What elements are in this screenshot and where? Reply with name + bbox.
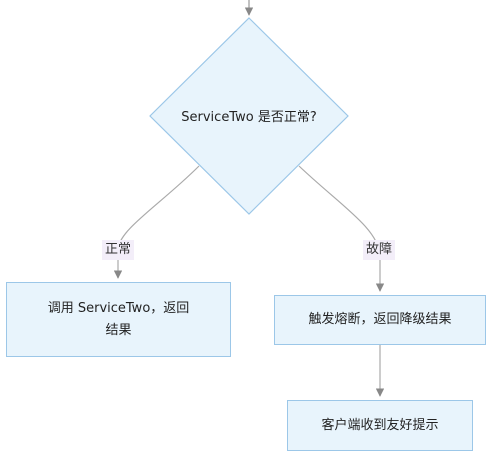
call-service-node: 调用 ServiceTwo，返回结果 [6, 282, 231, 357]
call-service-label: 调用 ServiceTwo，返回结果 [47, 300, 190, 338]
client-prompt-node: 客户端收到友好提示 [287, 400, 473, 451]
edge-normal [113, 165, 200, 279]
edge-fault [298, 165, 385, 292]
edge-label-fault: 故障 [363, 240, 396, 260]
client-prompt-label: 客户端收到友好提示 [321, 417, 439, 433]
decision-diamond [149, 17, 349, 215]
edge-label-normal: 正常 [102, 240, 135, 260]
circuit-break-label: 触发熔断，返回降级结果 [308, 312, 452, 327]
circuit-break-node: 触发熔断，返回降级结果 [274, 295, 486, 345]
decision-label: ServiceTwo 是否正常? [181, 110, 317, 125]
